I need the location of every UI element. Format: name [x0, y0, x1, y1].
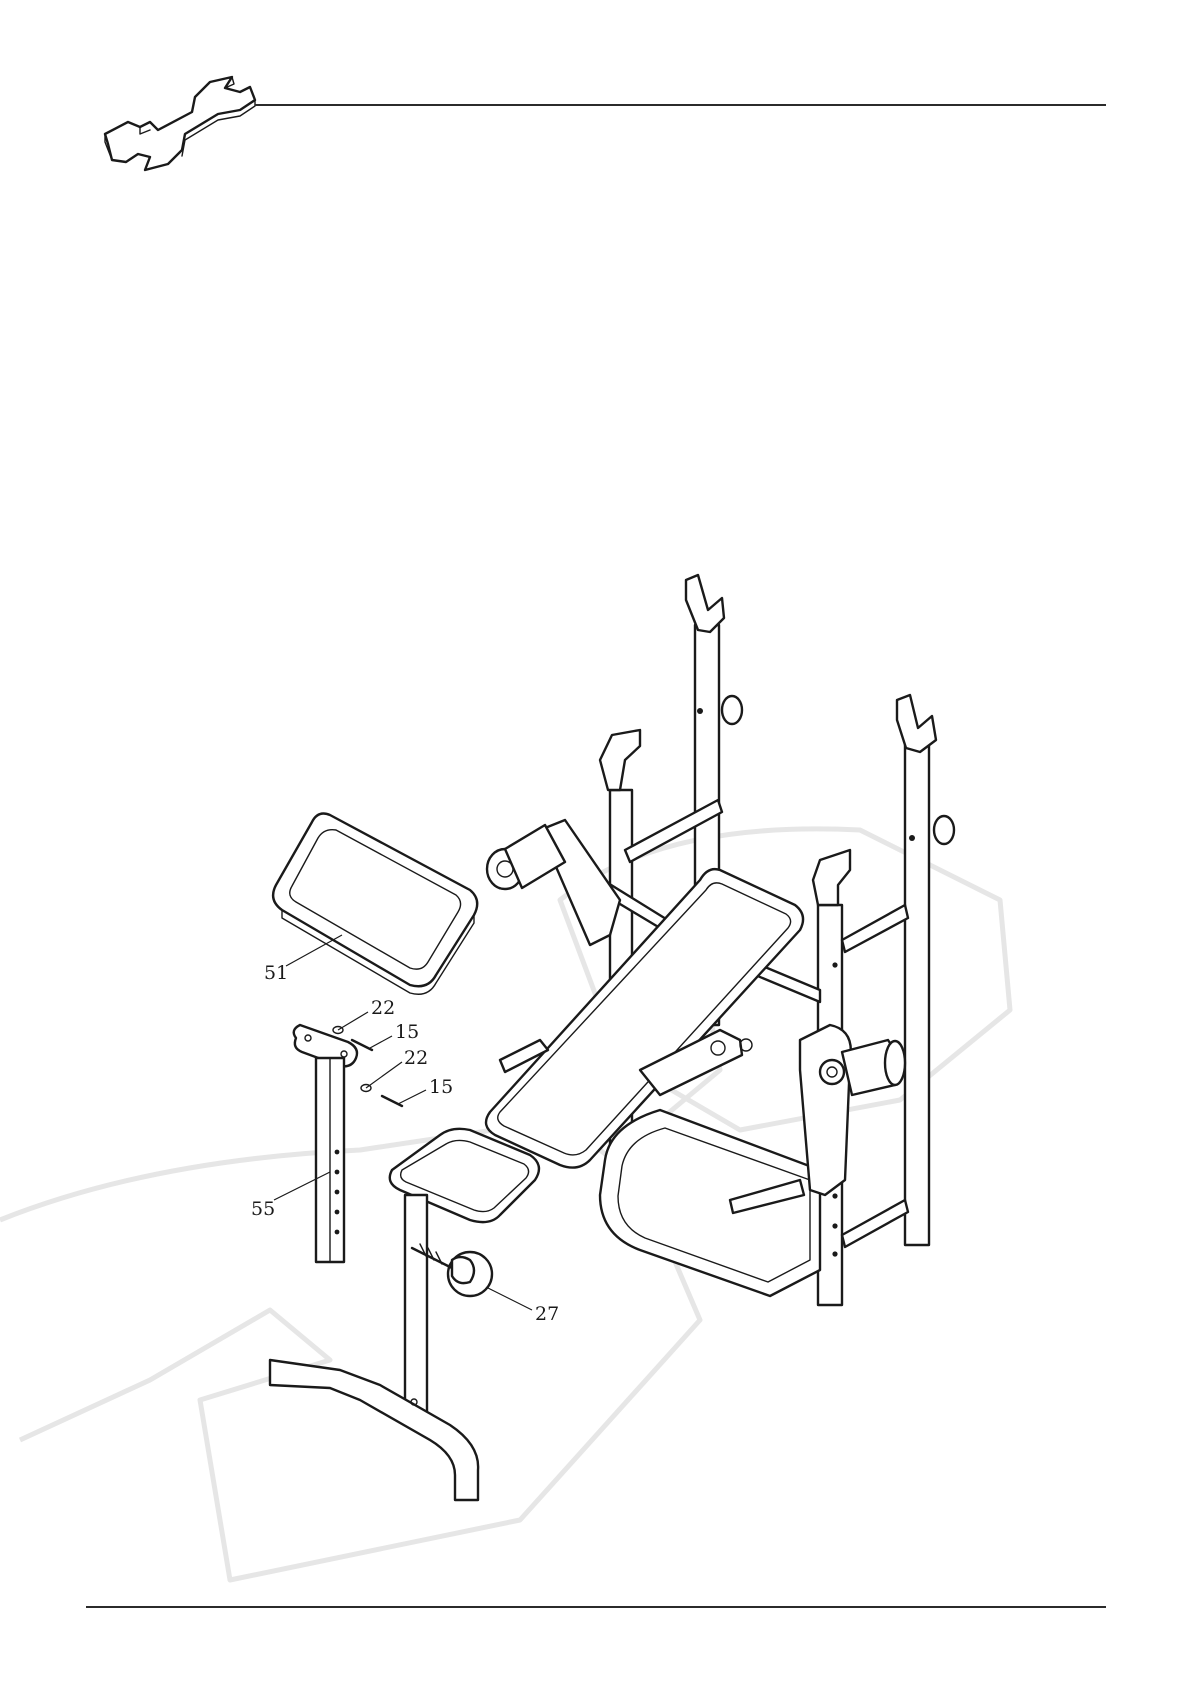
callout-15-upper: 15 [370, 1021, 419, 1048]
bench-frame [270, 575, 954, 1500]
callout-51: 51 [264, 935, 342, 984]
callout-22-lower: 22 [366, 1047, 428, 1088]
callout-27: 27 [488, 1288, 559, 1325]
svg-text:55: 55 [251, 1198, 275, 1220]
svg-text:22: 22 [371, 997, 395, 1019]
callout-22-upper: 22 [338, 997, 395, 1030]
part-55-arm-post [294, 1025, 357, 1262]
svg-text:15: 15 [395, 1021, 419, 1043]
svg-text:51: 51 [264, 962, 288, 984]
part-51-arm-pad [273, 814, 477, 995]
callout-15-lower: 15 [398, 1076, 453, 1104]
svg-text:27: 27 [535, 1303, 559, 1325]
svg-text:15: 15 [429, 1076, 453, 1098]
svg-text:22: 22 [404, 1047, 428, 1069]
